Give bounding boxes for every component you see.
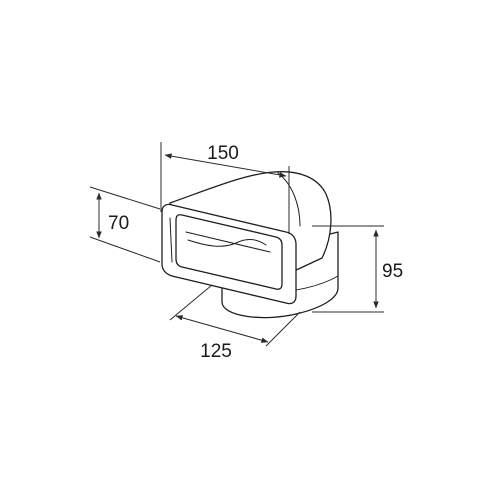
flange-inner-opening [175, 214, 283, 290]
extension-line [169, 284, 213, 321]
extension-line [265, 311, 301, 347]
inner-back-edge [185, 231, 271, 253]
dimension-bottom: 125 [169, 284, 301, 362]
dimension-arrow [164, 153, 287, 178]
dim-label-bottom: 125 [200, 341, 232, 362]
dim-label-left: 70 [108, 213, 129, 234]
dimension-right: 95 [312, 225, 403, 313]
dimension-left: 70 [89, 186, 161, 263]
dim-label-right: 95 [382, 261, 403, 282]
inner-curve-line [187, 239, 267, 247]
rectangular-flange [161, 203, 297, 305]
dimension-top: 150 [160, 142, 290, 234]
extension-line [89, 236, 161, 263]
dimension-arrow [175, 315, 269, 343]
flange-lip-line [169, 217, 173, 263]
dim-label-top: 150 [207, 143, 239, 164]
extension-line [89, 186, 161, 210]
